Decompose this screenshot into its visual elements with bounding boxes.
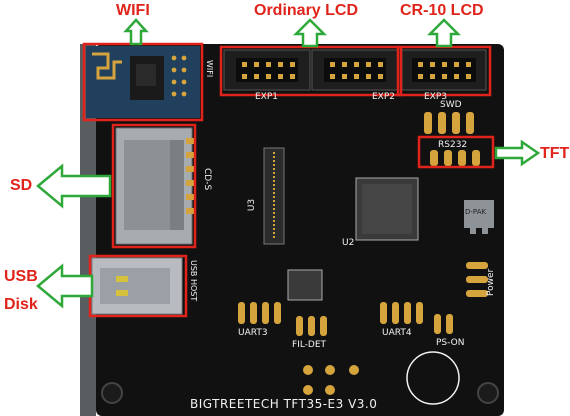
- wifi-module: [86, 46, 200, 118]
- exp3-silk: EXP3: [424, 92, 448, 102]
- cr10-lcd-label: CR-10 LCD: [400, 2, 484, 19]
- tft-highlight-box: [417, 135, 495, 169]
- usb-host-silk: USB HOST: [189, 260, 198, 302]
- swd-pads: [424, 112, 474, 134]
- u2-silk: U2: [342, 238, 355, 248]
- board-shadow: [80, 44, 96, 416]
- swd-silk: SWD: [440, 100, 462, 110]
- usb-port: [91, 257, 183, 315]
- ordinary-lcd-label: Ordinary LCD: [254, 2, 359, 19]
- exp2-connector: [311, 49, 399, 91]
- uart4-silk: UART4: [382, 328, 412, 338]
- arrow-right-icon: [494, 139, 541, 167]
- dpak-regulator: [464, 200, 494, 234]
- exp1-connector: [223, 49, 311, 91]
- tft-label: TFT: [540, 145, 570, 162]
- exp1-silk: EXP1: [255, 92, 279, 102]
- arrow-left-icon: [36, 263, 94, 309]
- ps-on-silk: PS-ON: [436, 338, 465, 348]
- exp3-connector: [401, 49, 487, 91]
- wifi-label: WIFI: [116, 2, 150, 19]
- arrow-up-icon: [292, 18, 328, 48]
- mcu-chip: [355, 177, 419, 241]
- sd-highlight-box: [111, 123, 197, 249]
- arrow-up-icon: [123, 18, 149, 46]
- secondary-chip: [287, 269, 323, 301]
- wifi-highlight-box: [82, 42, 204, 122]
- board-name-silk: BIGTREETECH TFT35-E3 V3.0: [190, 397, 378, 411]
- mount-hole: [477, 382, 499, 404]
- power-silk: Power: [486, 268, 496, 296]
- sd-label: SD: [10, 177, 33, 194]
- rs232-silk: RS232: [438, 140, 468, 150]
- exp2-silk: EXP2: [372, 92, 396, 102]
- buzzer: [406, 351, 460, 405]
- header-pins: [242, 62, 471, 79]
- fpc-connector: [263, 147, 285, 245]
- usb-label: USB: [4, 268, 38, 285]
- dpak-silk: D-PAK: [465, 208, 487, 216]
- pcb-board: [96, 44, 504, 416]
- mount-hole: [101, 382, 123, 404]
- wifi-module-silk: WIFI: [205, 60, 214, 78]
- sd-card-slot: [115, 127, 194, 245]
- u3-silk: U3: [247, 198, 258, 212]
- rs232-pads: [430, 150, 480, 166]
- arrow-up-icon: [426, 18, 462, 48]
- fil-det-silk: FIL-DET: [292, 340, 327, 350]
- bottom-pads: [238, 262, 488, 336]
- test-points: [303, 365, 359, 395]
- sd-slot-silk: CD-S: [202, 168, 212, 191]
- arrow-left-icon: [36, 163, 112, 209]
- disk-label: Disk: [4, 296, 38, 313]
- uart3-silk: UART3: [238, 328, 268, 338]
